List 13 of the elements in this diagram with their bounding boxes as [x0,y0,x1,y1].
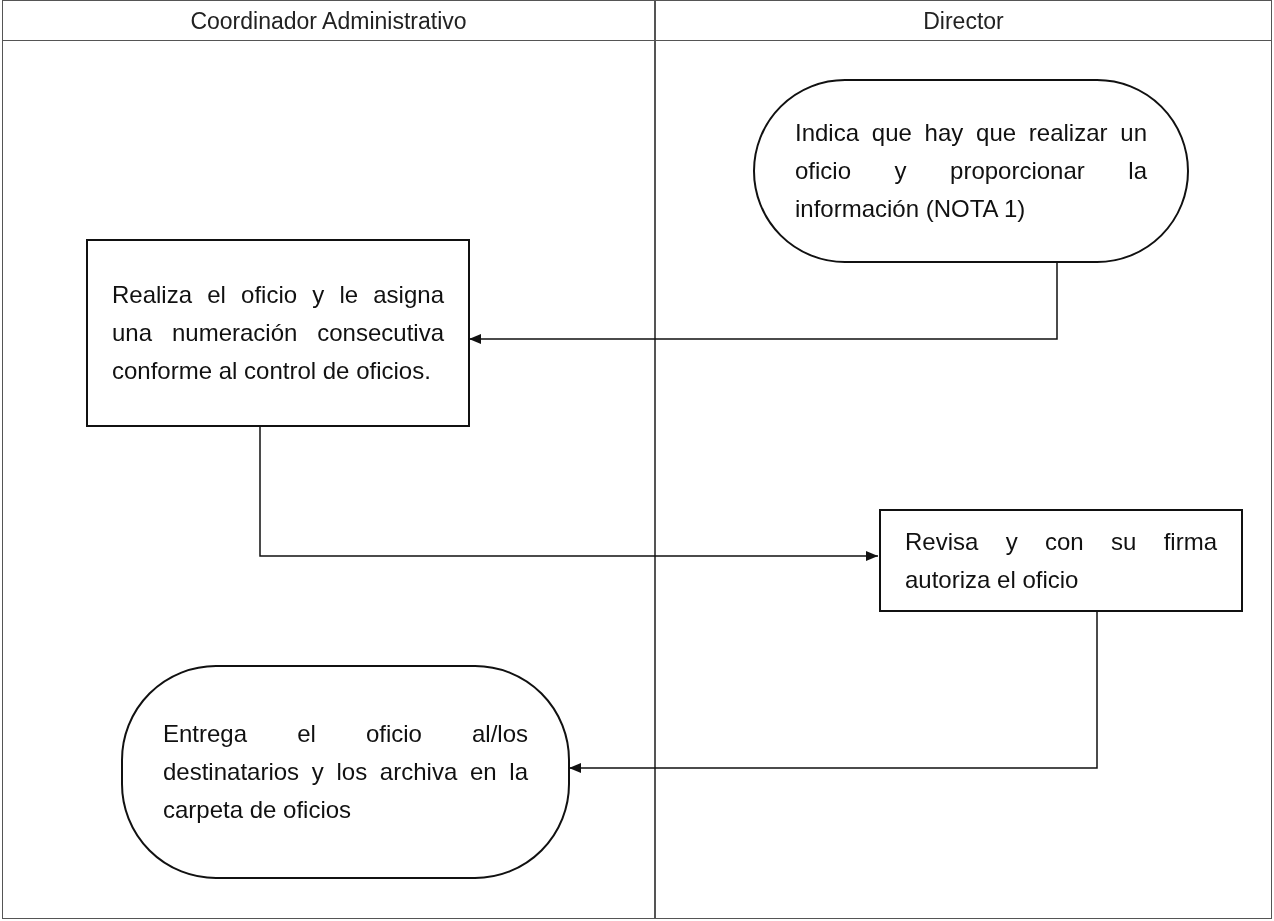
lane-header: Coordinador Administrativo [3,1,654,41]
lane-header: Director [656,1,1271,41]
arrow [468,261,1058,344]
step-text: Entrega el oficio al/los destinatarios y los archiva en la carpeta de oficios [163,719,528,825]
process-box [879,509,1243,612]
step-text: Indica que hay que realizar un oficio y proporcionar la información (NOTA 1) [795,118,1147,224]
process-box [86,239,470,427]
swimlane [2,0,655,919]
swimlane [655,0,1272,919]
arrow [259,425,879,561]
step-text: Realiza el oficio y le asigna una numeración consecutiva conforme al control de oficios. [112,280,444,386]
step-text: Revisa y con su firma autoriza el oficio [905,526,1217,595]
arrow [568,610,1098,773]
